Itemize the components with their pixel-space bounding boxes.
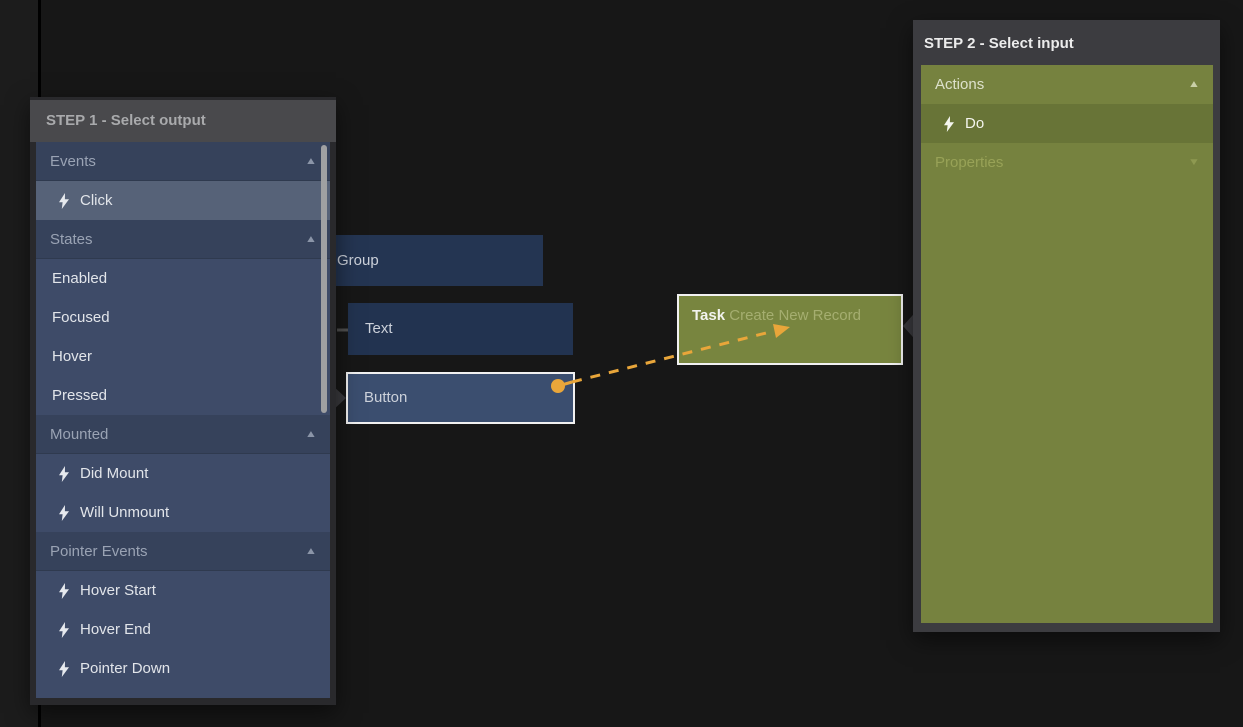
section-header-pointer-events[interactable]: Pointer Events ▲ <box>36 532 330 571</box>
list-item-hover-start[interactable]: Hover Start <box>36 571 330 610</box>
lightning-icon <box>58 504 70 521</box>
section-label: Events <box>50 152 96 170</box>
lightning-icon <box>58 465 70 482</box>
list-item-pointer-down[interactable]: Pointer Down <box>36 649 330 688</box>
chevron-up-icon: ▲ <box>304 428 318 440</box>
list-item-label: Hover End <box>80 621 151 638</box>
section-label: States <box>50 230 93 248</box>
list-item-label: Pressed <box>52 387 108 404</box>
list-item-focused[interactable]: Focused <box>36 298 330 337</box>
section-label: Pointer Events <box>50 542 148 560</box>
list-item-label: Pointer Down <box>80 660 171 677</box>
text-node[interactable]: Text <box>348 303 573 355</box>
lightning-icon <box>58 582 70 599</box>
list-item-label: Enabled <box>52 270 108 287</box>
list-item-label: Hover Start <box>80 582 156 599</box>
text-node-label: Text <box>365 320 393 337</box>
chevron-up-icon: ▲ <box>304 155 318 167</box>
section-header-properties[interactable]: Properties ▼ <box>921 143 1213 182</box>
list-item-label: Will Unmount <box>80 504 170 521</box>
chevron-up-icon: ▲ <box>304 545 318 557</box>
list-item-will-unmount[interactable]: Will Unmount <box>36 493 330 532</box>
lightning-icon <box>58 192 70 209</box>
section-header-mounted[interactable]: Mounted ▲ <box>36 415 330 454</box>
section-header-states[interactable]: States ▲ <box>36 220 330 259</box>
list-item-pressed[interactable]: Pressed <box>36 376 330 415</box>
button-node[interactable]: Button <box>346 372 575 424</box>
group-node-label: Group <box>337 252 379 269</box>
task-node-subtitle: Create New Record <box>729 307 861 324</box>
list-item-hover-end[interactable]: Hover End <box>36 610 330 649</box>
step2-panel-title: STEP 2 - Select input <box>913 23 1220 65</box>
section-label: Properties <box>935 154 1004 171</box>
section-header-actions[interactable]: Actions ▲ <box>921 65 1213 104</box>
list-item-click[interactable]: Click <box>36 181 330 220</box>
list-item-do[interactable]: Do <box>921 104 1213 143</box>
list-item-label: Click <box>80 192 113 209</box>
section-label: Actions <box>935 76 985 93</box>
chevron-up-icon: ▲ <box>1187 79 1201 90</box>
section-label: Mounted <box>50 425 109 443</box>
section-header-events[interactable]: Events ▲ <box>36 142 330 181</box>
task-node-title: Task <box>692 307 726 324</box>
chevron-up-icon: ▲ <box>304 233 318 245</box>
step1-panel-title: STEP 1 - Select output <box>30 100 336 142</box>
list-item-hover[interactable]: Hover <box>36 337 330 376</box>
list-item-label: Do <box>965 115 985 132</box>
lightning-icon <box>58 621 70 638</box>
chevron-down-icon: ▼ <box>1187 157 1201 168</box>
list-item-label: Did Mount <box>80 465 149 482</box>
list-item-label: Hover <box>52 348 93 365</box>
lightning-icon <box>58 660 70 677</box>
lightning-icon <box>943 115 955 132</box>
button-node-label: Button <box>364 389 408 406</box>
step1-scrollbar[interactable] <box>321 145 327 413</box>
task-node[interactable]: Task Create New Record <box>677 294 903 365</box>
list-item-enabled[interactable]: Enabled <box>36 259 330 298</box>
list-item-label: Focused <box>52 309 110 326</box>
list-item-did-mount[interactable]: Did Mount <box>36 454 330 493</box>
